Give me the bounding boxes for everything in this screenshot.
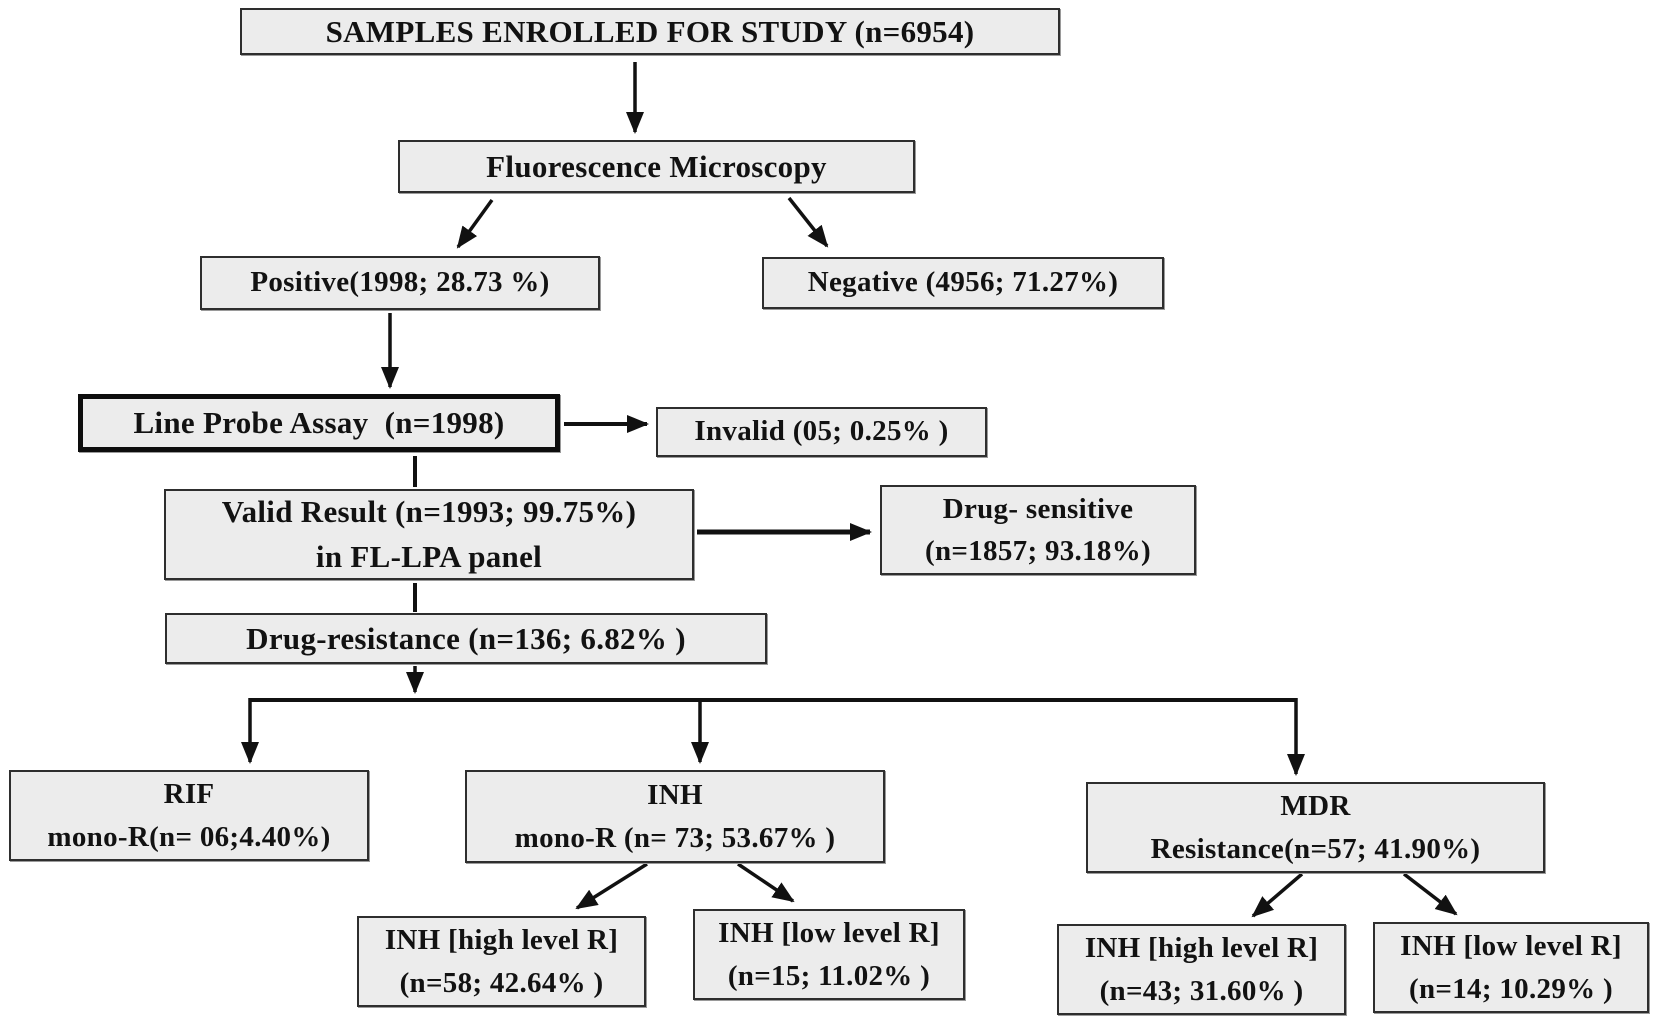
node-invalid: Invalid (05; 0.25% ) bbox=[656, 407, 987, 457]
node-inh-mono-r: INH mono-R (n= 73; 53.67% ) bbox=[465, 770, 885, 863]
node-positive: Positive(1998; 28.73 %) bbox=[200, 256, 600, 310]
node-mdr-inh-high-level: INH [high level R] (n=43; 31.60% ) bbox=[1057, 924, 1346, 1015]
edge-mdr-low bbox=[1402, 872, 1458, 916]
edge-fluorescence-positive bbox=[456, 198, 494, 249]
node-line-probe-assay: Line Probe Assay (n=1998) bbox=[78, 394, 560, 452]
node-valid-result: Valid Result (n=1993; 99.75%) in FL-LPA … bbox=[164, 489, 694, 580]
node-inh-low-level: INH [low level R] (n=15; 11.02% ) bbox=[693, 909, 965, 1000]
node-mdr-resistance: MDR Resistance(n=57; 41.90%) bbox=[1086, 782, 1545, 873]
node-mdr-inh-low-level: INH [low level R] (n=14; 10.29% ) bbox=[1373, 922, 1649, 1013]
node-drug-resistance: Drug-resistance (n=136; 6.82% ) bbox=[165, 613, 767, 664]
edge-mdr-high bbox=[1251, 872, 1304, 918]
edge-inh-low bbox=[737, 862, 795, 903]
node-negative: Negative (4956; 71.27%) bbox=[762, 257, 1164, 309]
node-rif-mono-r: RIF mono-R(n= 06;4.40%) bbox=[9, 770, 369, 861]
node-samples-enrolled: SAMPLES ENROLLED FOR STUDY (n=6954) bbox=[240, 8, 1060, 55]
node-inh-high-level: INH [high level R] (n=58; 42.64% ) bbox=[357, 916, 646, 1007]
node-drug-sensitive: Drug- sensitive (n=1857; 93.18%) bbox=[880, 485, 1196, 575]
edge-fluorescence-negative bbox=[787, 196, 829, 248]
node-fluorescence-microscopy: Fluorescence Microscopy bbox=[398, 140, 915, 193]
edge-inh-high bbox=[575, 862, 648, 910]
